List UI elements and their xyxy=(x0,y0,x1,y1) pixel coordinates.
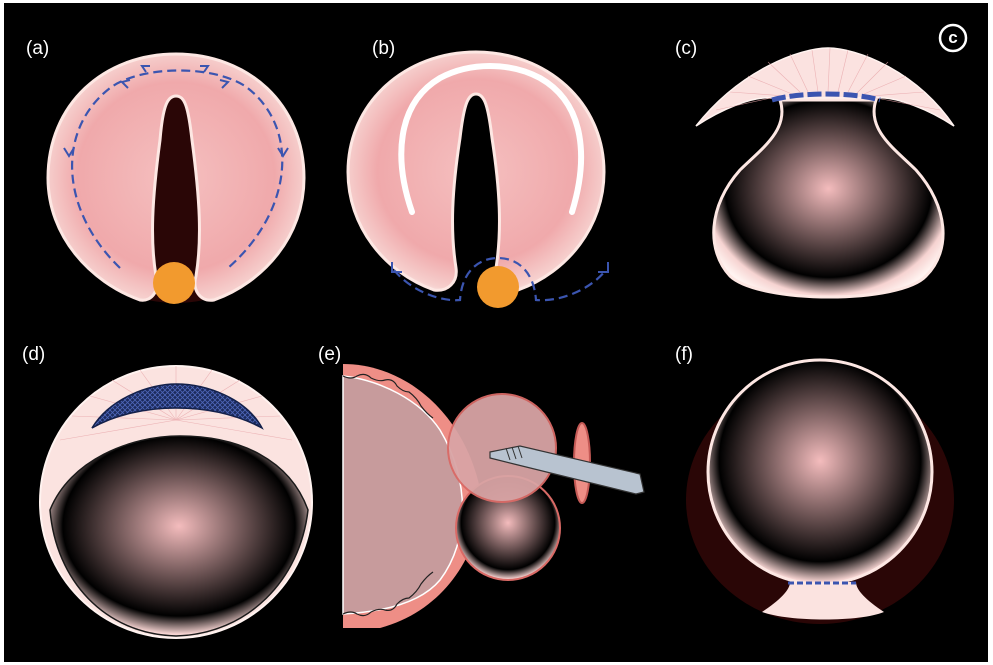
panel-c-sac xyxy=(714,100,943,297)
panel-e-drawing xyxy=(343,364,644,628)
panel-b-drawing xyxy=(348,52,608,308)
panel-a-drawing xyxy=(48,53,304,304)
panel-label-c: (c) xyxy=(675,38,697,60)
panel-e-upper-sac xyxy=(448,394,556,502)
panel-b-orange-disc xyxy=(477,266,519,308)
panel-f-drawing xyxy=(686,360,954,624)
panel-label-d: (d) xyxy=(22,344,45,366)
panel-label-e: (e) xyxy=(318,344,341,366)
panel-label-f: (f) xyxy=(675,344,693,366)
panel-label-a: (a) xyxy=(26,38,49,60)
panel-label-b: (b) xyxy=(372,38,395,60)
panel-d-drawing xyxy=(40,366,312,638)
panel-a-orange-disc xyxy=(153,262,195,304)
panel-c-drawing xyxy=(696,25,966,297)
panel-b-tissue xyxy=(348,52,604,290)
panel-f-sac xyxy=(708,360,932,584)
copyright-mark: c xyxy=(938,23,968,53)
